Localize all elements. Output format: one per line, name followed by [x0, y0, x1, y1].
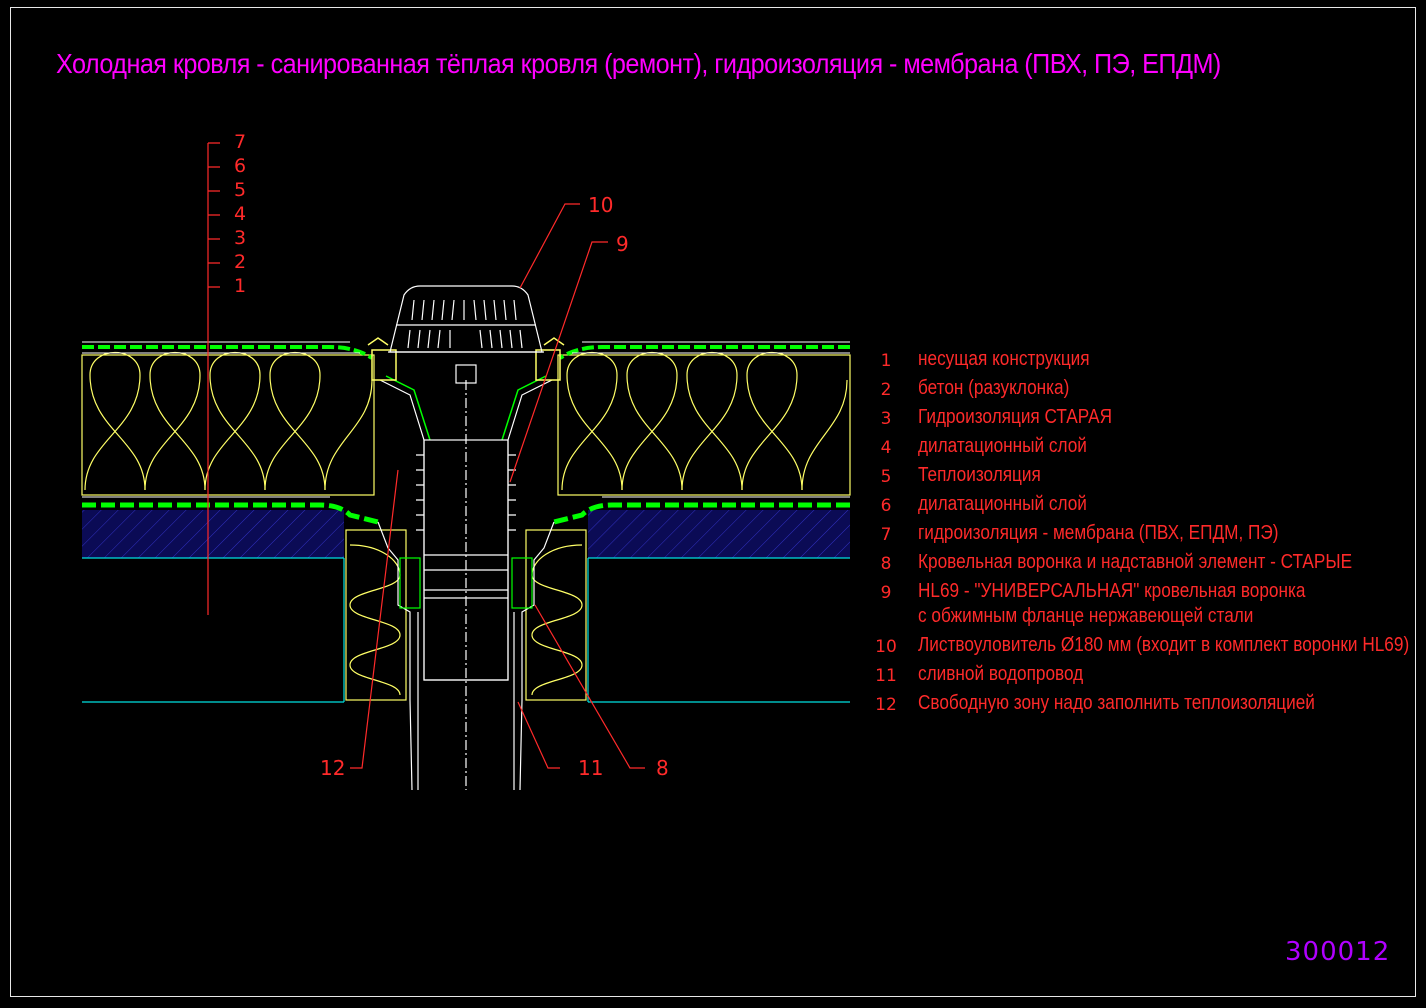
callout-leaders: [350, 203, 645, 769]
legend-item: 5 Теплоизоляция: [870, 461, 1420, 490]
legend-text: сливной водопровод: [918, 663, 1084, 685]
scale-label-3: 3: [234, 227, 247, 249]
legend-text: несущая конструкция: [918, 348, 1090, 370]
callout-9: 9: [616, 232, 629, 256]
scale-label-2: 2: [234, 251, 247, 273]
legend-number: 8: [880, 554, 892, 574]
legend-text: бетон (разуклонка): [918, 377, 1070, 399]
legend-number: 6: [880, 496, 892, 516]
scale-label-5: 5: [234, 179, 247, 201]
thermal-insulation-left: [81, 352, 375, 496]
legend-item: 2 бетон (разуклонка): [870, 374, 1420, 403]
concrete-screed-right: [588, 510, 850, 558]
legend-text: дилатационный слой: [918, 493, 1087, 515]
layer-scale: [207, 142, 220, 615]
legend-text: гидроизоляция - мембрана (ПВХ, ЕПДМ, ПЭ): [918, 522, 1279, 544]
leaf-guard: [388, 285, 544, 384]
callout-12: 12: [320, 756, 346, 780]
scale-label-7: 7: [234, 131, 247, 153]
legend-number: 1: [880, 351, 892, 371]
free-zone-insulation: [345, 529, 587, 701]
legend-text: дилатационный слой: [918, 435, 1087, 457]
callout-11: 11: [578, 756, 604, 780]
legend-item: 12 Свободную зону надо заполнить теплоизо…: [870, 689, 1420, 718]
legend-number: 3: [880, 409, 892, 429]
scale-label-1: 1: [234, 275, 247, 297]
legend-number: 5: [880, 467, 892, 487]
callout-10: 10: [588, 193, 614, 217]
legend-item: 9 HL69 - "УНИВЕРСАЛЬНАЯ" кровельная ворон…: [870, 577, 1420, 631]
legend-text: Кровельная воронка и надставной элемент …: [918, 551, 1353, 573]
legend-text: Теплоизоляция: [918, 464, 1041, 486]
legend-text: Гидроизоляция СТАРАЯ: [918, 406, 1112, 428]
legend-text: HL69 - "УНИВЕРСАЛЬНАЯ" кровельная воронк…: [918, 579, 1305, 629]
legend-item: 8 Кровельная воронка и надставной элемент…: [870, 548, 1420, 577]
legend-number: 2: [880, 380, 892, 400]
legend-text-line2: с обжимным фланце нержавеющей стали: [918, 605, 1254, 627]
legend-number: 12: [875, 695, 897, 715]
sheet-number: 300012: [1285, 937, 1391, 967]
legend-item: 1 несущая конструкция: [870, 345, 1420, 374]
legend-number: 7: [880, 525, 892, 545]
drawing-frame: [10, 7, 1416, 997]
legend-item: 4 дилатационный слой: [870, 432, 1420, 461]
legend: 1 несущая конструкция 2 бетон (разуклонка)…: [870, 345, 1420, 718]
legend-text: Свободную зону надо заполнить теплоизоля…: [918, 692, 1315, 714]
load-bearing-slab-lines: [82, 557, 850, 703]
membrane-top: [82, 341, 850, 360]
legend-number: 9: [880, 583, 892, 603]
legend-text: Листвоуловитель Ø180 мм (входит в компле…: [918, 634, 1410, 656]
legend-number: 4: [880, 438, 892, 458]
old-waterproofing: [82, 496, 850, 525]
scale-label-4: 4: [234, 203, 247, 225]
legend-item: 11 сливной водопровод: [870, 660, 1420, 689]
legend-item: 10 Листвоуловитель Ø180 мм (входит в комп…: [870, 631, 1420, 660]
thermal-insulation-right: [557, 352, 851, 496]
legend-number: 10: [875, 637, 897, 657]
legend-text-line1: HL69 - "УНИВЕРСАЛЬНАЯ" кровельная воронк…: [918, 580, 1306, 602]
legend-number: 11: [875, 666, 897, 686]
drawing-title: Холодная кровля - санированная тёплая кр…: [56, 48, 1221, 79]
clamp-flange: [367, 337, 565, 381]
legend-item: 3 Гидроизоляция СТАРАЯ: [870, 403, 1420, 432]
legend-item: 7 гидроизоляция - мембрана (ПВХ, ЕПДМ, ПЭ…: [870, 519, 1420, 548]
concrete-screed-left: [82, 510, 344, 558]
callout-8: 8: [656, 756, 669, 780]
legend-item: 6 дилатационный слой: [870, 490, 1420, 519]
scale-label-6: 6: [234, 155, 247, 177]
